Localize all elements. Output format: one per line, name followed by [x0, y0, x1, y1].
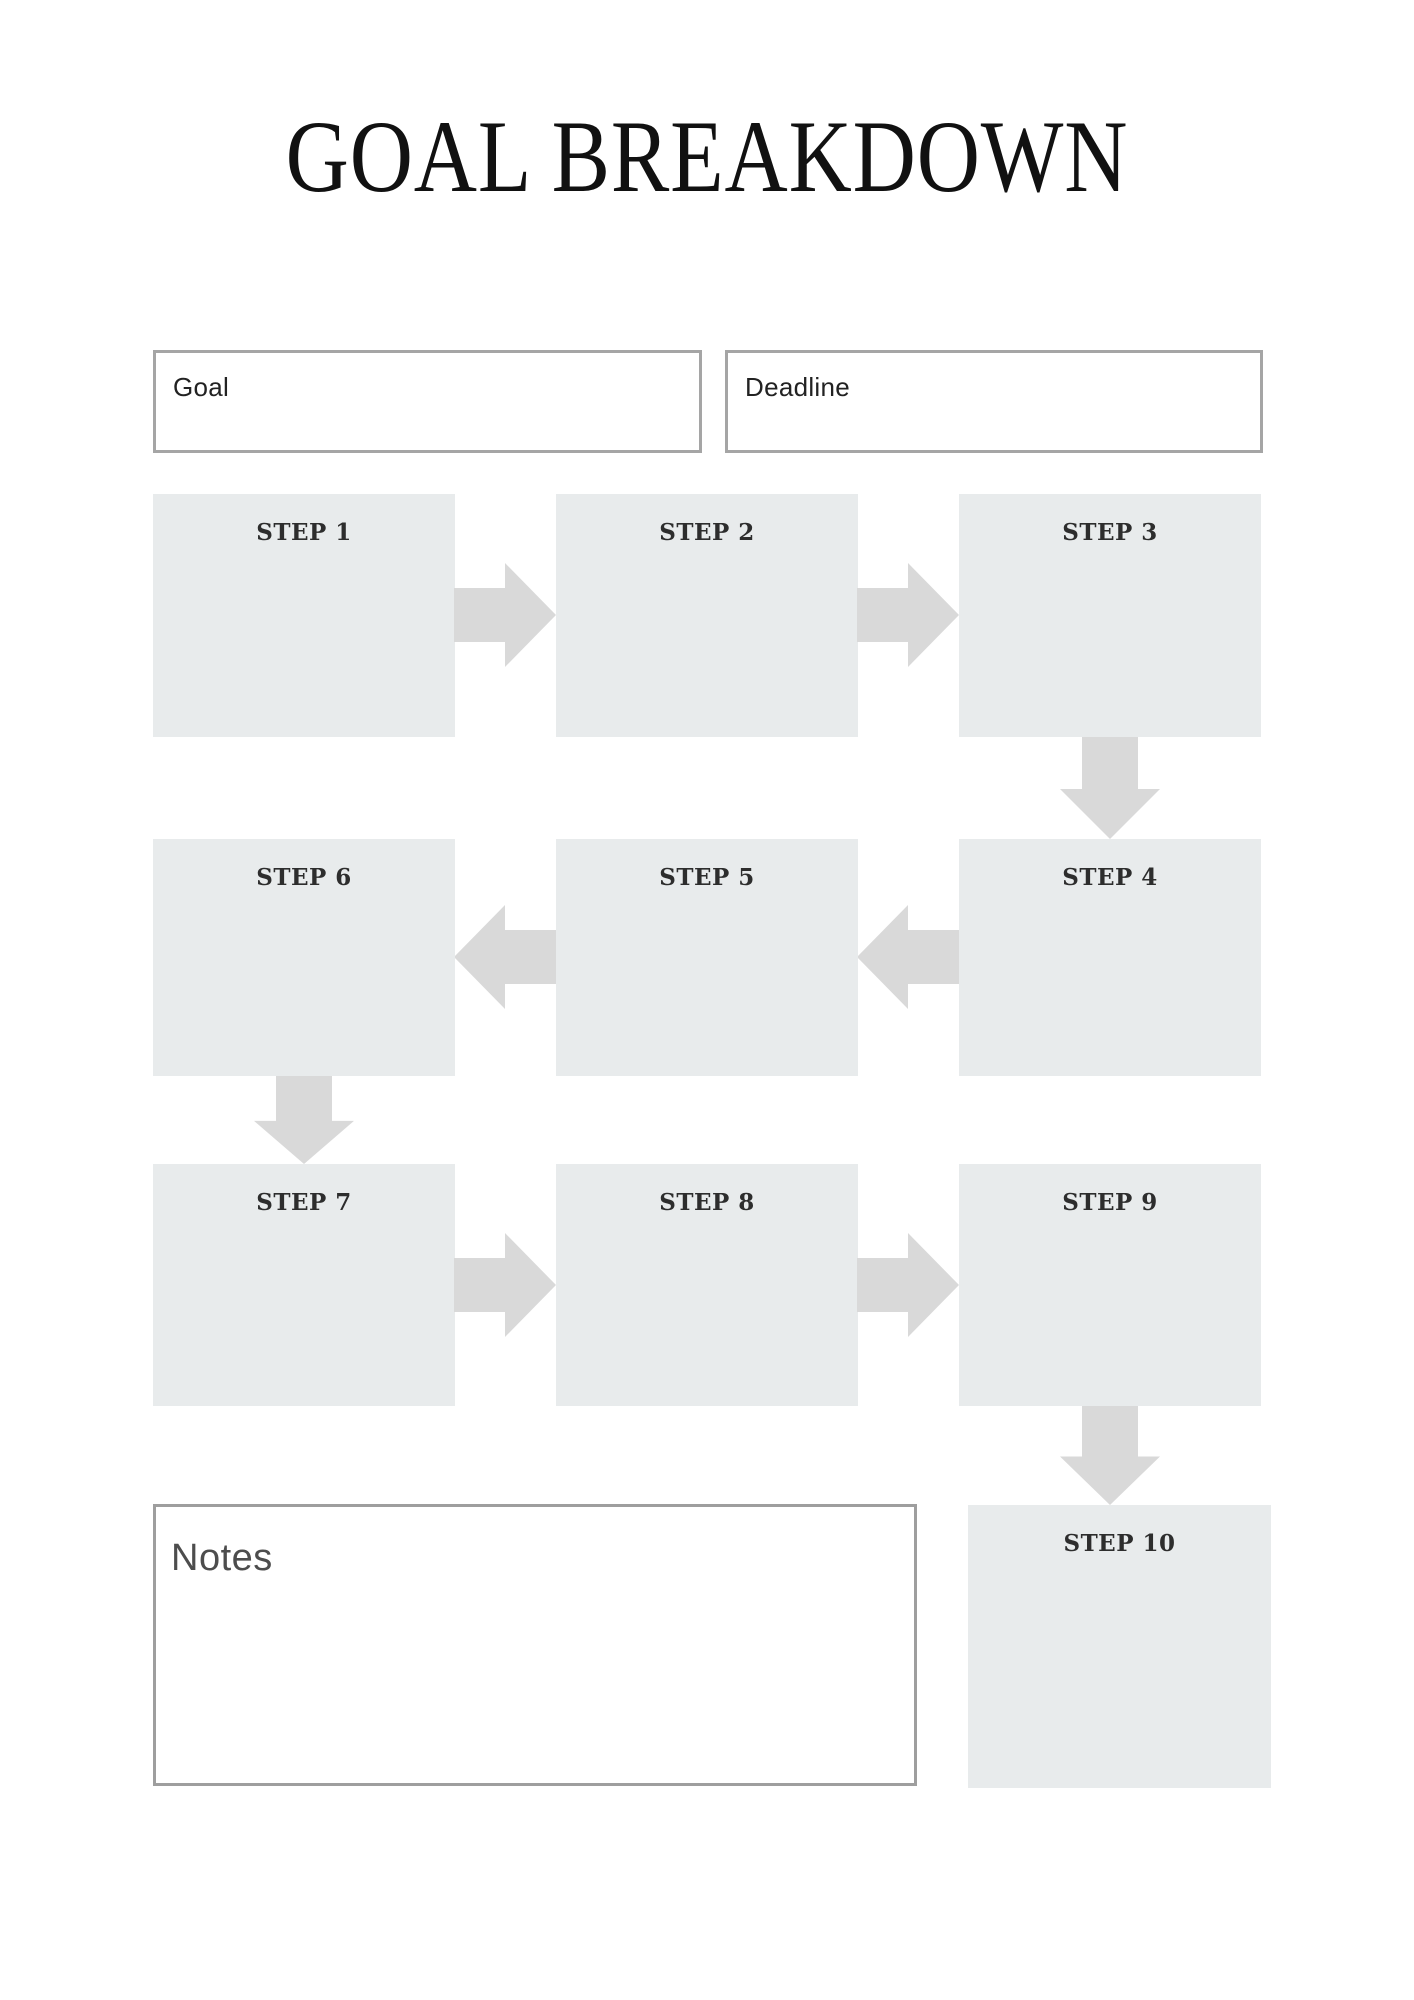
step-box-5[interactable]: STEP 5 [556, 839, 858, 1076]
step-box-10[interactable]: STEP 10 [968, 1505, 1271, 1788]
step-box-3[interactable]: STEP 3 [959, 494, 1261, 737]
step-8-label: STEP 8 [659, 1189, 755, 1216]
arrow-right-icon [454, 1233, 556, 1337]
arrow-down-icon [1060, 737, 1160, 839]
step-box-9[interactable]: STEP 9 [959, 1164, 1261, 1406]
step-box-6[interactable]: STEP 6 [153, 839, 455, 1076]
arrow-left-icon [857, 905, 959, 1009]
arrow-down-icon [1060, 1406, 1160, 1505]
arrow-left-icon [454, 905, 556, 1009]
step-7-label: STEP 7 [256, 1189, 352, 1216]
arrow-right-icon [454, 563, 556, 667]
goal-field-label: Goal [173, 372, 230, 402]
arrow-right-icon [857, 1233, 959, 1337]
step-6-label: STEP 6 [256, 864, 352, 891]
step-box-8[interactable]: STEP 8 [556, 1164, 858, 1406]
step-1-label: STEP 1 [256, 519, 352, 546]
notes-field[interactable]: Notes [153, 1504, 917, 1786]
arrow-down-icon [254, 1076, 354, 1164]
arrow-right-icon [857, 563, 959, 667]
step-box-1[interactable]: STEP 1 [153, 494, 455, 737]
step-box-2[interactable]: STEP 2 [556, 494, 858, 737]
notes-field-label: Notes [171, 1537, 273, 1579]
deadline-field-label: Deadline [745, 372, 851, 402]
step-box-7[interactable]: STEP 7 [153, 1164, 455, 1406]
step-9-label: STEP 9 [1062, 1189, 1158, 1216]
step-2-label: STEP 2 [659, 519, 755, 546]
step-5-label: STEP 5 [659, 864, 755, 891]
step-3-label: STEP 3 [1062, 519, 1158, 546]
step-box-4[interactable]: STEP 4 [959, 839, 1261, 1076]
step-4-label: STEP 4 [1062, 864, 1158, 891]
page-title: GOAL BREAKDOWN [285, 100, 1129, 214]
goal-field[interactable]: Goal [153, 350, 702, 453]
step-10-label: STEP 10 [1063, 1530, 1176, 1557]
deadline-field[interactable]: Deadline [725, 350, 1263, 453]
